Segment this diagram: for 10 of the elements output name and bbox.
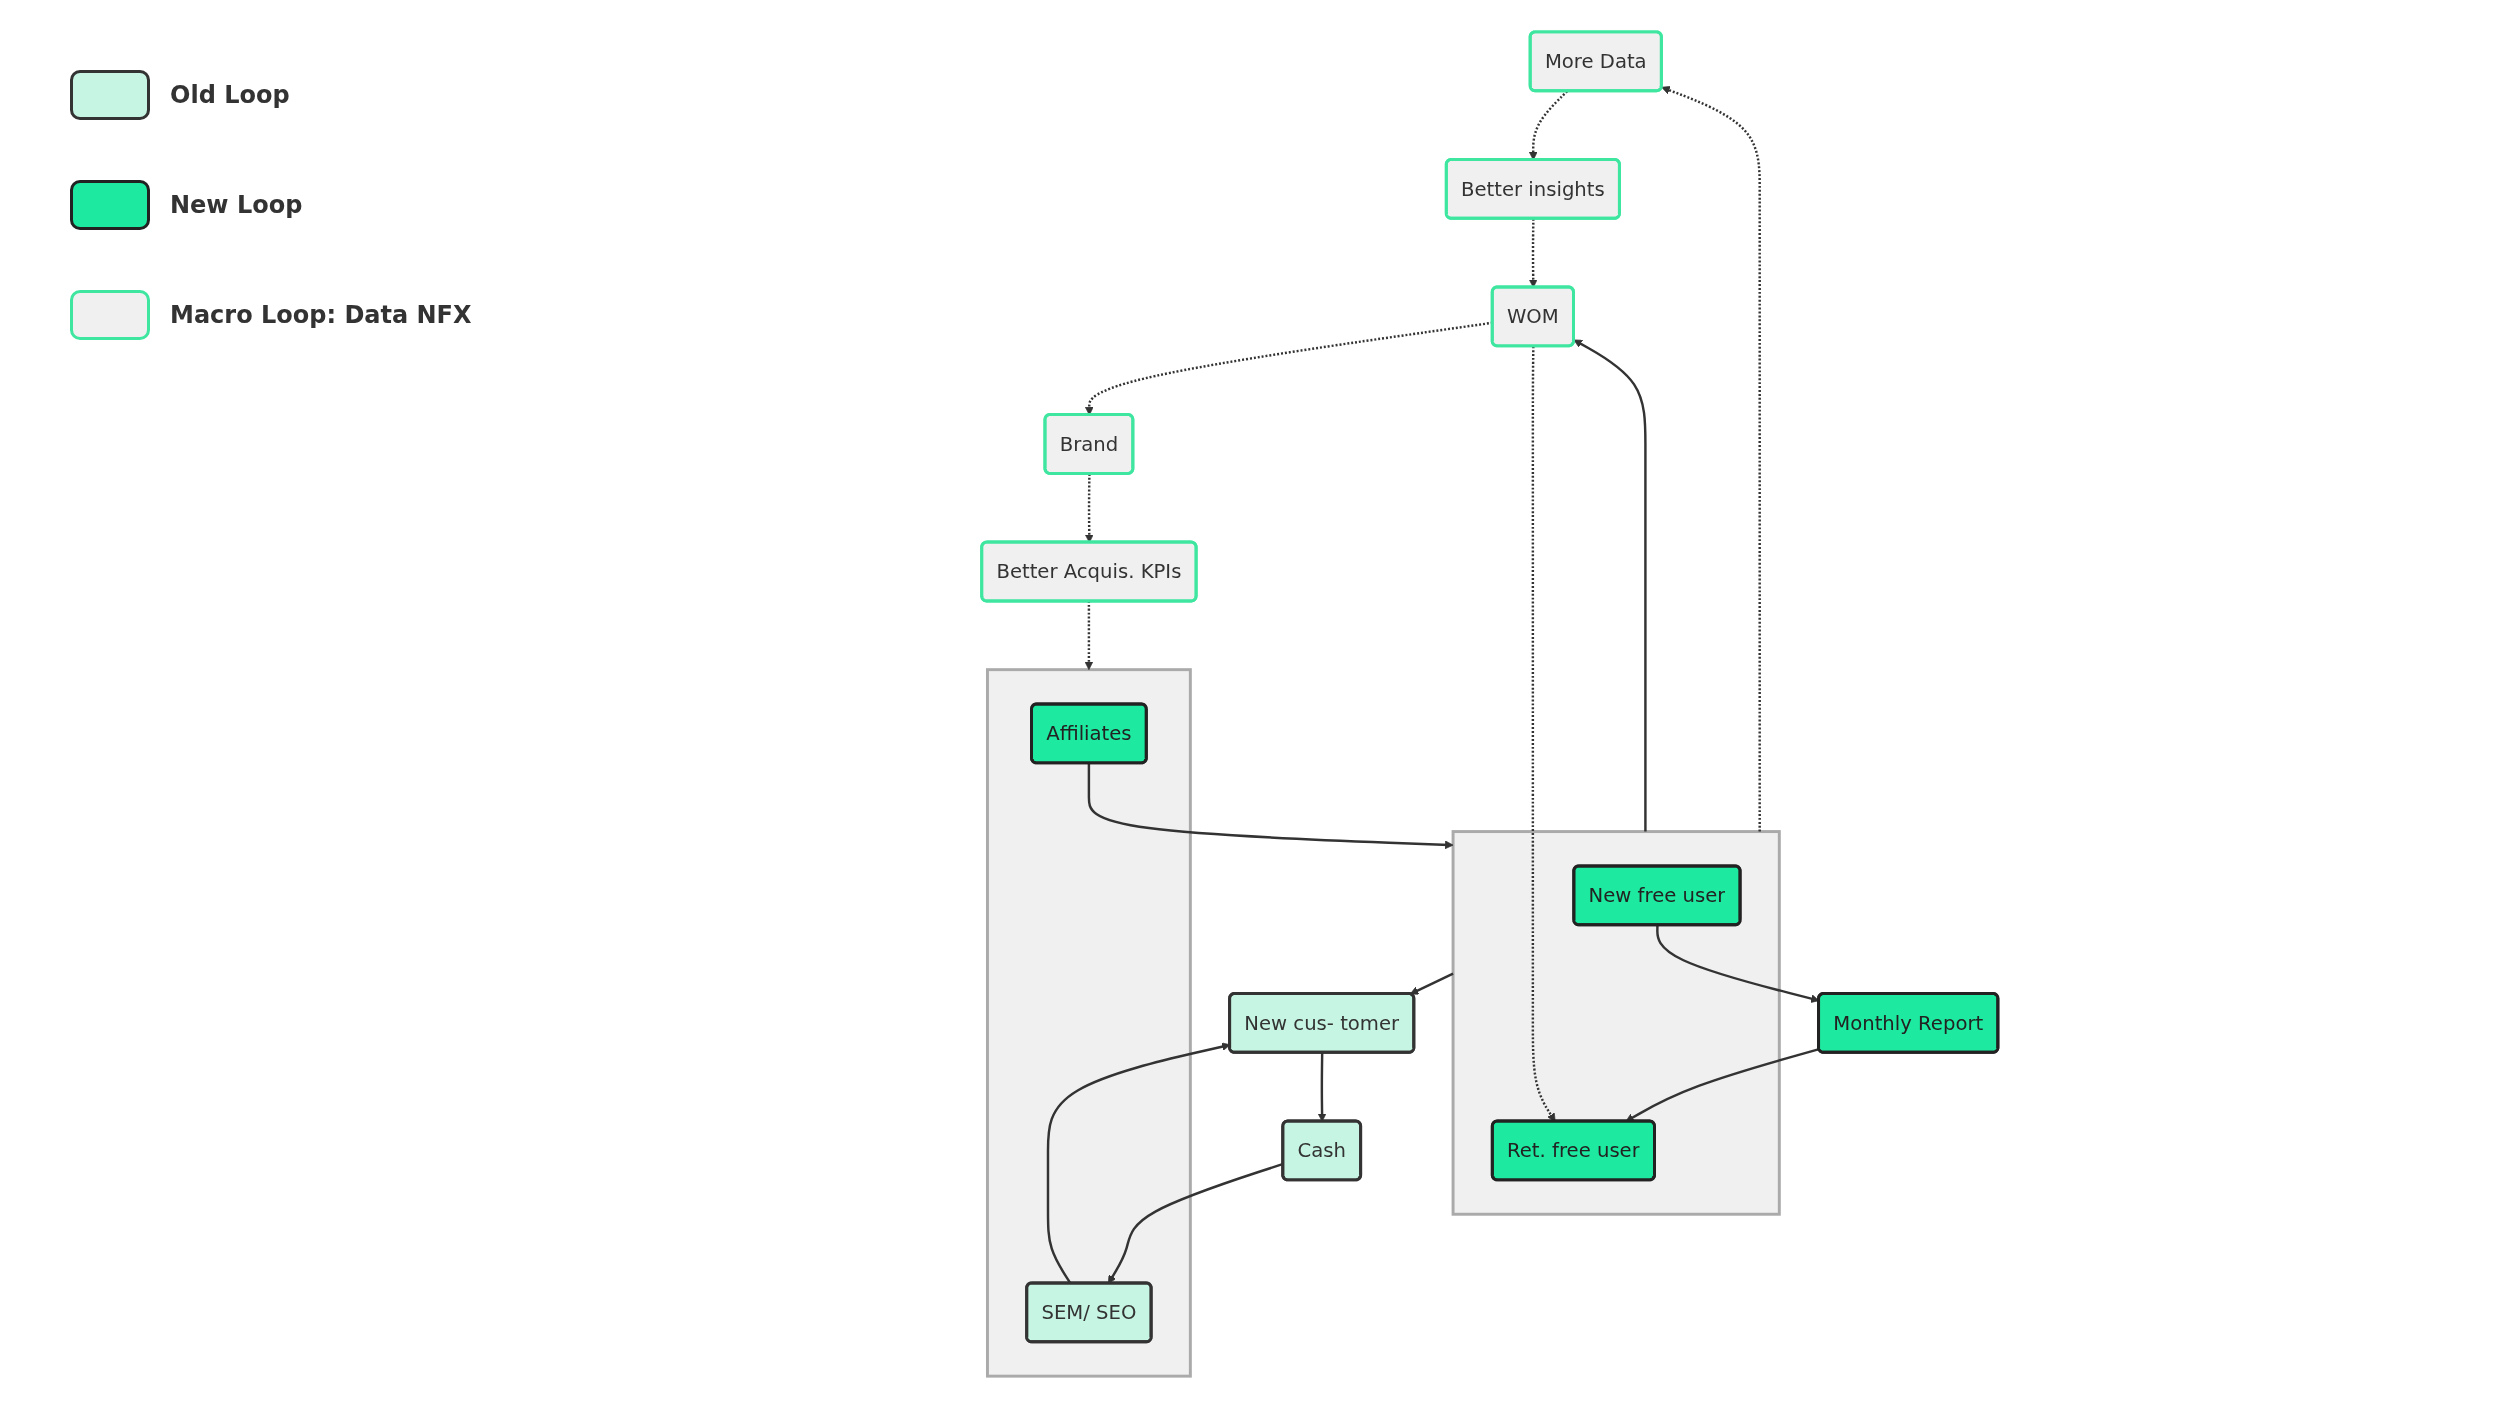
cluster (986, 667, 1192, 1378)
arrow (1656, 924, 1820, 1003)
arrow (1661, 85, 1762, 832)
arrow (1087, 762, 1454, 849)
arrow (1410, 972, 1454, 995)
arrow (1573, 339, 1647, 832)
legend-label: New Loop (170, 191, 303, 219)
legend-label: Old Loop (170, 81, 290, 109)
legend-label: Macro Loop: Data NFX (170, 301, 472, 329)
cluster (1451, 829, 1781, 1216)
